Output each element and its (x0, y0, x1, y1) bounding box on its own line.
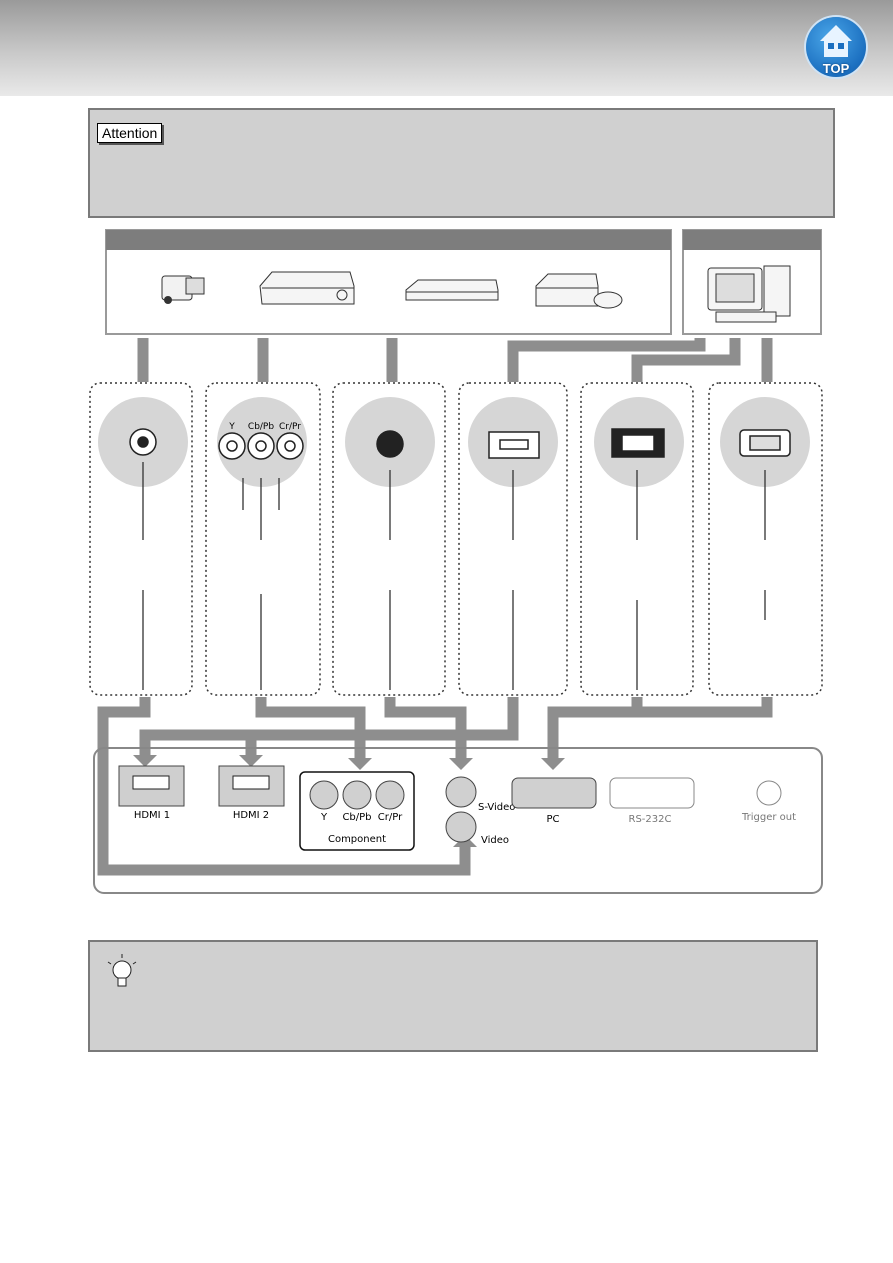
panel-y-label: Y (320, 812, 328, 823)
rs232c-label: RS-232C (629, 814, 672, 825)
home-icon (820, 25, 852, 57)
hdmi2-label: HDMI 2 (233, 810, 269, 821)
tip-lightbulb-icon (107, 954, 137, 987)
hdmi1-label: HDMI 1 (134, 810, 170, 821)
trigger-out-port (756, 780, 782, 806)
component-label: Component (328, 834, 386, 845)
page-header (0, 0, 893, 96)
component-ports (299, 771, 415, 851)
rs232c-port (609, 777, 695, 809)
projector-pipes (97, 697, 773, 876)
connection-pipes (137, 338, 773, 382)
attention-label: Attention (97, 123, 163, 143)
video-label: Video (481, 835, 509, 846)
pc-label: PC (546, 814, 559, 825)
panel-cbpb-label: Cb/Pb (342, 812, 371, 823)
hdmi2-port (218, 765, 285, 807)
panel-crpr-label: Cr/Pr (378, 812, 403, 823)
component-cbpb-label: Cb/Pb (248, 422, 274, 432)
hdmi1-port (118, 765, 185, 807)
tip-panel (88, 940, 818, 1052)
component-y-label: Y (228, 422, 235, 432)
projector-rear-panel (93, 747, 823, 894)
camcorder-icon (161, 275, 205, 304)
trigger-out-label: Trigger out (741, 812, 796, 823)
svideo-port (445, 776, 477, 808)
top-button-label: TOP (822, 61, 850, 76)
top-button[interactable]: TOP (806, 17, 866, 77)
video-deck-icon (259, 271, 355, 305)
computer-icon (707, 265, 791, 323)
disc-player-icon (405, 279, 499, 301)
attention-panel: Attention (88, 108, 835, 218)
game-console-icon (535, 273, 623, 309)
svideo-label: S-Video (478, 802, 515, 813)
component-crpr-label: Cr/Pr (279, 422, 301, 432)
pc-port (511, 777, 597, 809)
video-port (445, 811, 477, 843)
